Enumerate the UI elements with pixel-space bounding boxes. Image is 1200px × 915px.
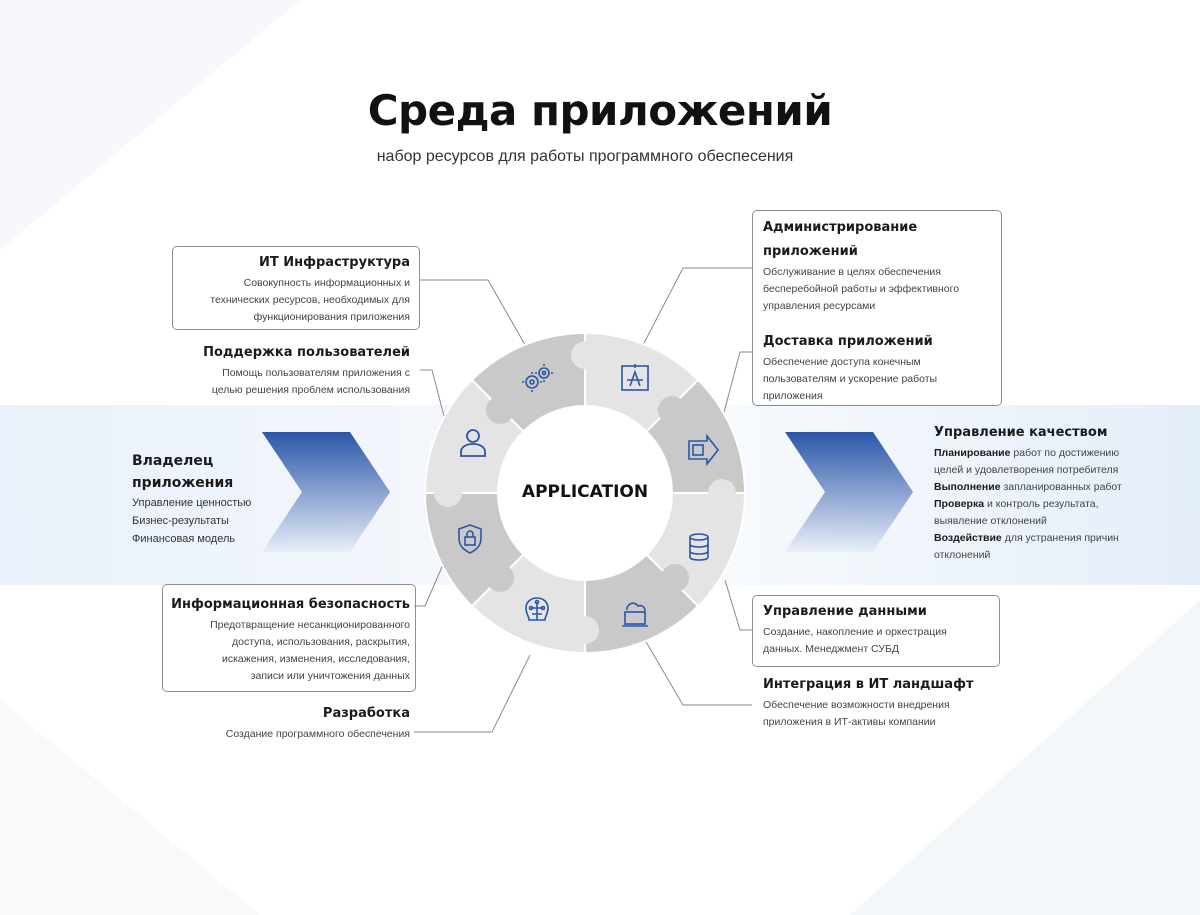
block-title: Доставка приложений [763, 334, 933, 349]
block-text: искажения, изменения, исследования, [221, 653, 410, 665]
card-it-infrastructure [172, 246, 420, 330]
center-application-label: APPLICATION [521, 482, 649, 502]
owner-line: Финансовая модель [132, 533, 236, 545]
card-right-top [752, 210, 1002, 406]
quality-item: Проверка и контроль результата, [934, 498, 1099, 510]
block-text: приложения [763, 390, 823, 402]
quality-item-line2: целей и удовлетворения потребителя [934, 464, 1119, 476]
block-text: целью решения проблем использования [211, 384, 410, 396]
block-text: пользователям и ускорение работы [763, 373, 938, 385]
circuit-brain-icon [525, 597, 549, 621]
left-chevron-arrow [262, 432, 390, 552]
block-title: Управление данными [763, 604, 927, 619]
quality-item-line2: отклонений [934, 549, 991, 561]
block-development: Разработка Создание программного обеспеч… [150, 702, 410, 743]
block-title: Поддержка пользователей [203, 345, 410, 360]
page-subtitle: набор ресурсов для работы программного о… [376, 148, 794, 165]
block-text: данных. Менеджмент СУБД [763, 643, 899, 655]
block-text: Помощь пользователям приложения с [222, 367, 410, 379]
owner-title-line2: приложения [132, 475, 234, 491]
block-text: Обеспечение возможности внедрения [763, 699, 950, 711]
owner-block: Владелец приложения Управление ценностью… [132, 450, 292, 548]
block-user-support: Поддержка пользователей Помощь пользоват… [150, 341, 410, 399]
quality-item: Воздействие для устранения причин [934, 532, 1119, 544]
quality-item: Выполнение запланированных работ [934, 481, 1122, 493]
block-info-security: Информационная безопасность Предотвращен… [150, 593, 410, 685]
card-data-management [752, 595, 1000, 667]
block-app-administration: Администрирование приложений Обслуживани… [763, 216, 999, 315]
block-text: управления ресурсами [763, 300, 876, 312]
quality-item: Планирование работ по достижению [934, 447, 1120, 459]
block-it-infrastructure: ИТ Инфраструктура Совокупность информаци… [170, 251, 410, 326]
connector-lines [414, 267, 752, 733]
cloud-laptop-icon [622, 602, 648, 627]
database-icon [689, 533, 709, 561]
block-quality-management: Управление качеством Планирование работ … [934, 421, 1196, 564]
card-security [162, 584, 416, 692]
block-title: Управление качеством [934, 425, 1108, 440]
owner-title-line1: Владелец [132, 453, 214, 469]
owner-line: Управление ценностью [132, 497, 252, 509]
user-icon [460, 429, 486, 457]
block-text: бесперебойной работы и эффективного [763, 283, 960, 295]
quality-item-line2: выявление отклонений [934, 515, 1047, 527]
shield-lock-icon [458, 524, 482, 554]
page-title: Среда приложений [367, 86, 833, 135]
block-text: Создание, накопление и оркестрация [763, 626, 947, 638]
block-text: доступа, использования, раскрытия, [232, 636, 410, 648]
block-title: Интеграция в ИТ ландшафт [763, 677, 974, 692]
block-text: Создание программного обеспечения [225, 728, 410, 740]
delivery-arrow-icon [688, 433, 720, 467]
gears-icon [522, 364, 553, 392]
block-title: приложений [763, 244, 858, 259]
block-text: записи или уничтожения данных [250, 670, 410, 682]
block-title: Администрирование [763, 220, 918, 235]
block-text: технических ресурсов, необходимых для [210, 294, 410, 306]
block-title: Информационная безопасность [171, 597, 410, 612]
right-chevron-arrow [785, 432, 913, 552]
block-title: ИТ Инфраструктура [258, 255, 410, 270]
owner-line: Бизнес-результаты [132, 515, 229, 527]
block-data-management: Управление данными Создание, накопление … [763, 600, 999, 658]
block-text: Обеспечение доступа конечным [763, 356, 921, 368]
block-text: Совокупность информационных и [243, 277, 410, 289]
block-text: функционирования приложения [253, 311, 410, 323]
block-it-integration: Интеграция в ИТ ландшафт Обеспечение воз… [763, 673, 999, 731]
block-text: Предотвращение несанкционированного [210, 619, 410, 631]
block-app-delivery: Доставка приложений Обеспечение доступа … [763, 330, 999, 405]
block-text: Обслуживание в целях обеспечения [763, 266, 941, 278]
blueprint-icon [621, 364, 649, 391]
block-text: приложения в ИТ-активы компании [763, 716, 936, 728]
block-title: Разработка [322, 706, 410, 721]
